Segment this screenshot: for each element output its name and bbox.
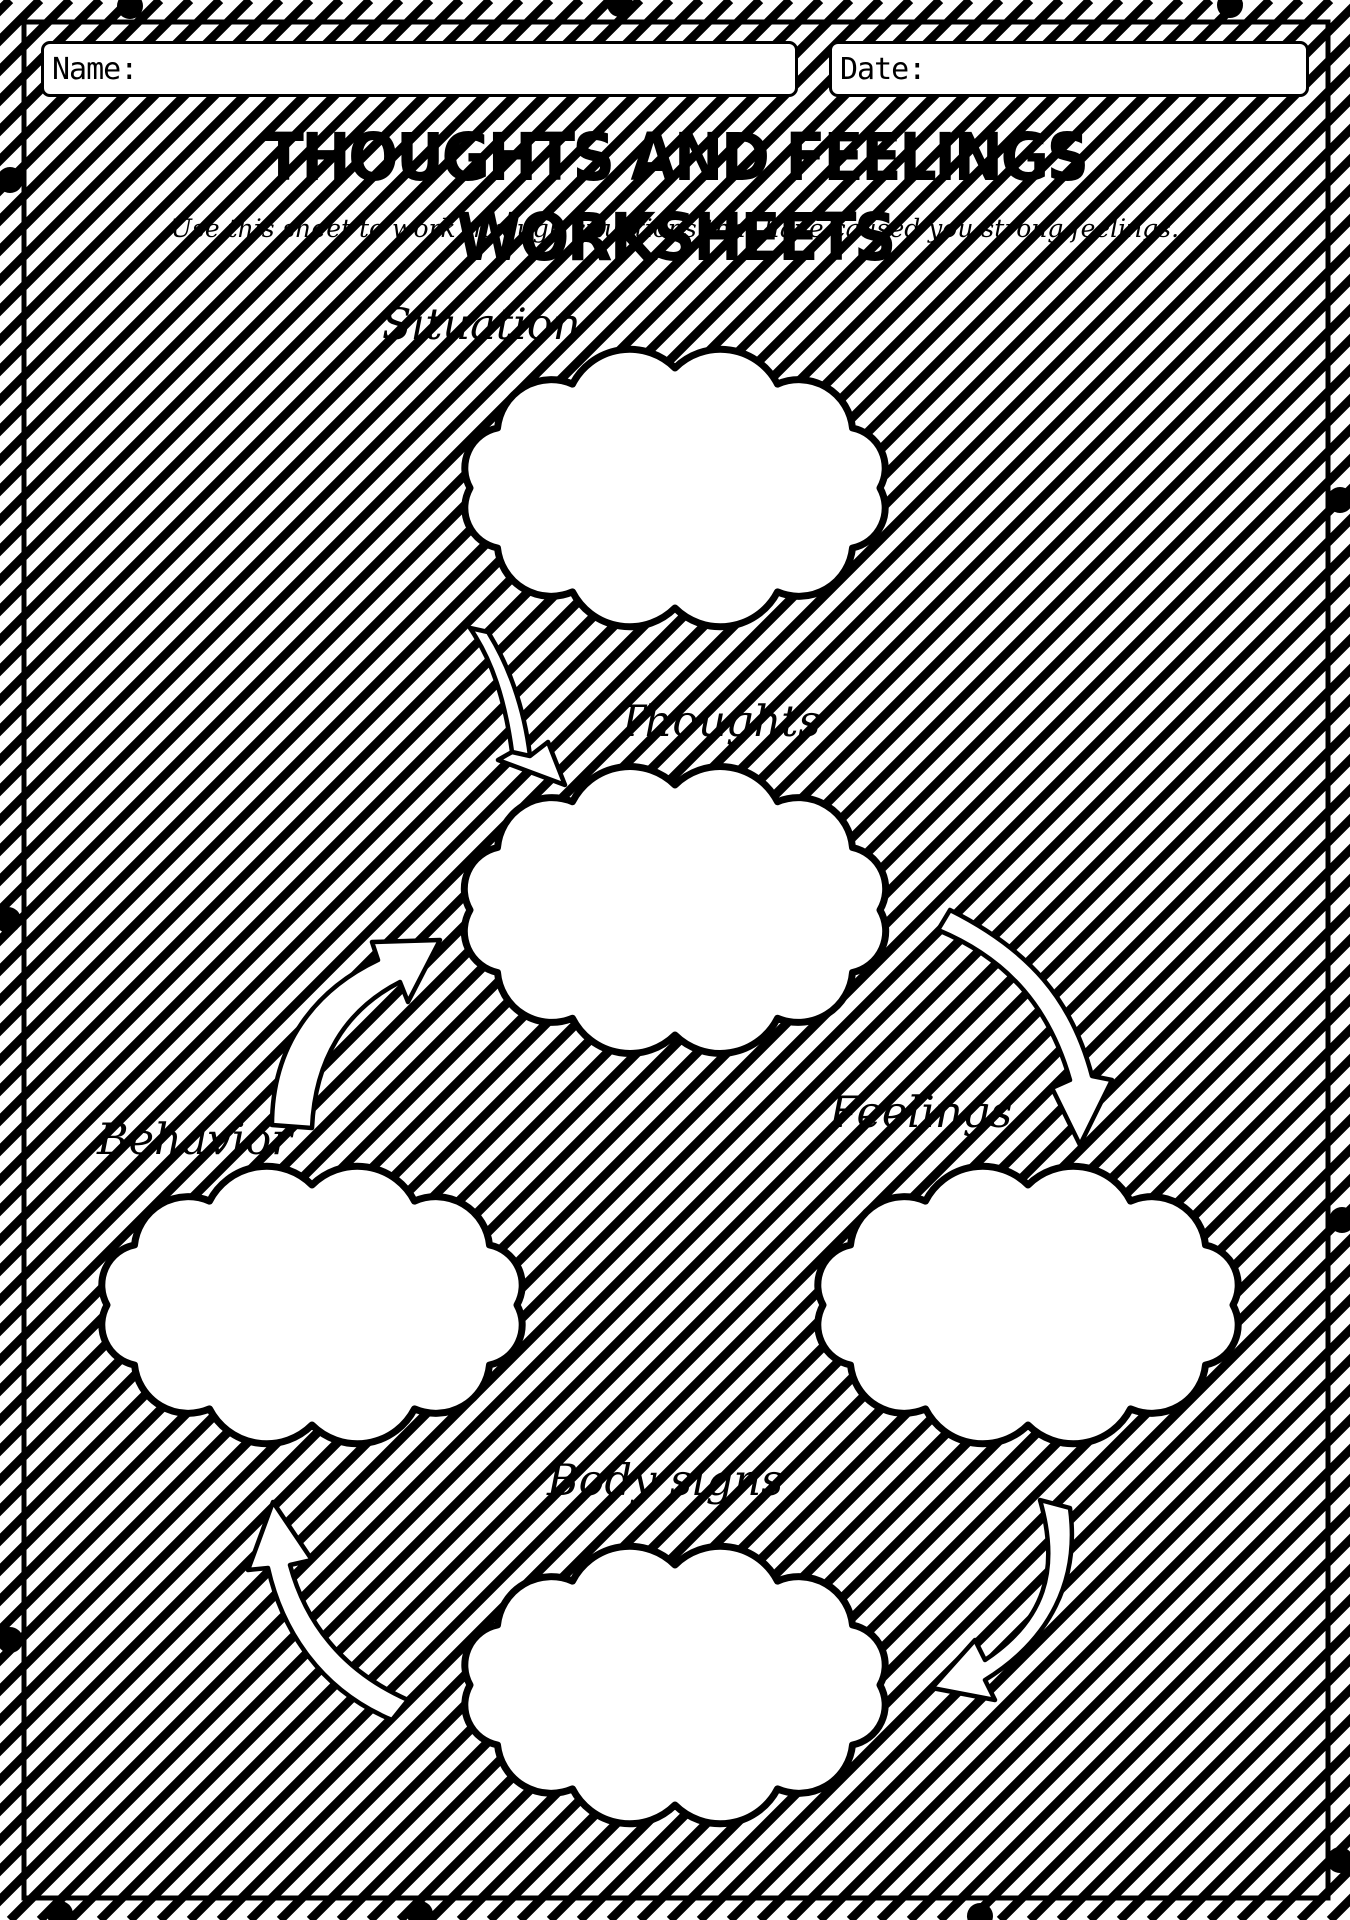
thoughts-label: Thoughts [616, 697, 821, 747]
arrow-situation-to-thoughts-icon [467, 625, 568, 788]
border-dot [407, 1901, 433, 1920]
feelings-cloud[interactable] [814, 1162, 1242, 1448]
border-dot [0, 167, 23, 193]
name-field[interactable]: Name: [41, 41, 798, 97]
border-dot [607, 0, 633, 17]
arrow-feelings-to-body-icon [929, 1497, 1075, 1703]
situation-label: Situation [382, 300, 581, 350]
border-dot [1327, 487, 1350, 513]
border-dot [1217, 0, 1243, 18]
date-label: Date: [840, 52, 926, 87]
border-dot [0, 1627, 23, 1653]
inner-frame [21, 19, 1331, 1901]
border-dot [967, 1903, 993, 1920]
behavior-cloud[interactable] [98, 1162, 526, 1448]
arrow-body-to-behavior-icon [245, 1499, 411, 1723]
arrow-behavior-to-thoughts-icon [269, 937, 443, 1131]
border-dot [1327, 1847, 1350, 1873]
situation-cloud[interactable] [461, 345, 889, 631]
arrow-thoughts-to-feelings-icon [935, 907, 1115, 1148]
body-signs-cloud[interactable] [461, 1542, 889, 1828]
border-dot [117, 0, 143, 19]
name-label: Name: [52, 52, 138, 87]
border-dot [0, 907, 21, 933]
thoughts-cloud[interactable] [460, 763, 890, 1057]
feelings-label: Feelings [829, 1088, 1013, 1138]
border-dot [1329, 1207, 1350, 1233]
date-field[interactable]: Date: [829, 41, 1309, 97]
border-dot [47, 1901, 73, 1920]
body-signs-label: Body signs [547, 1456, 784, 1506]
page-subtitle: Use this sheet to work through situation… [170, 214, 1180, 243]
page-title: THOUGHTS AND FEELINGS WORKSHEETS [263, 119, 1089, 276]
behavior-label: Behavior [97, 1115, 292, 1165]
